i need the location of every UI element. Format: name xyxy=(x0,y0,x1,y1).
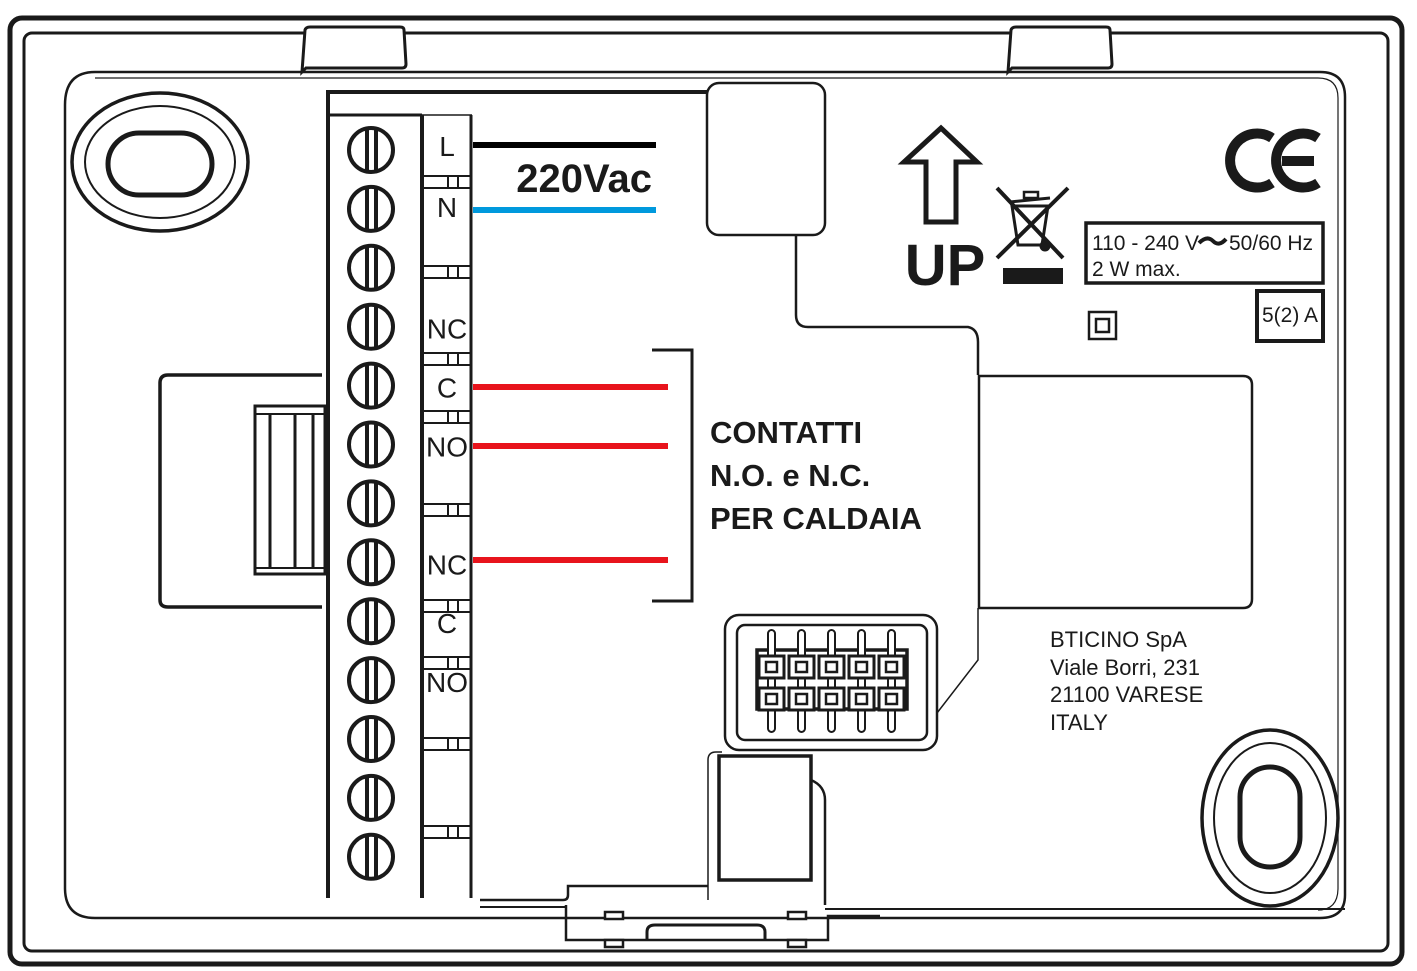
terminal-label: C xyxy=(437,373,457,404)
terminal-separator xyxy=(424,410,471,424)
mounting-hole-top-left xyxy=(70,91,250,233)
ratings-frequency: 50/60 Hz xyxy=(1229,232,1313,255)
manufacturer-name: BTICINO SpA xyxy=(1050,627,1187,652)
terminal-separator xyxy=(424,175,471,189)
contacts-note-line-3: PER CALDAIA xyxy=(710,501,922,536)
terminal-separator xyxy=(424,737,471,751)
terminal-screw-icon[interactable] xyxy=(347,479,395,528)
terminal-label: NC xyxy=(427,549,467,580)
weee-bin-icon xyxy=(995,186,1070,284)
terminal-label: NC xyxy=(427,314,467,345)
up-arrow-icon xyxy=(897,124,984,225)
terminal-screw-icon[interactable] xyxy=(347,715,395,763)
terminal-screw-icon[interactable] xyxy=(347,126,395,174)
side-latch xyxy=(158,373,327,609)
terminal-screw-icon[interactable] xyxy=(347,420,395,469)
terminal-separator xyxy=(424,265,471,279)
terminal-screw-icon[interactable] xyxy=(347,656,395,705)
terminal-separator xyxy=(424,599,471,613)
terminal-screw-icon[interactable] xyxy=(347,184,395,233)
terminal-label: N xyxy=(437,192,457,223)
terminal-screw-icon[interactable] xyxy=(347,243,395,292)
terminal-label: L xyxy=(439,131,455,162)
housing-outer xyxy=(7,15,1405,967)
terminal-screw-icon[interactable] xyxy=(347,538,395,587)
supply-voltage-label: 220Vac xyxy=(516,157,652,201)
terminal-separator xyxy=(424,825,471,839)
terminal-separator xyxy=(424,656,471,670)
top-clip-right xyxy=(1006,25,1114,76)
connector-pin xyxy=(757,629,786,733)
terminal-label: NO xyxy=(426,667,468,698)
terminal-screw-icon[interactable] xyxy=(347,832,395,881)
terminal-label: C xyxy=(437,608,457,639)
display-window xyxy=(977,374,1254,610)
double-insulation-icon xyxy=(1087,310,1118,341)
ac-tilde-icon xyxy=(1197,236,1228,246)
contacts-bracket xyxy=(652,348,694,603)
contacts-note-line-2: N.O. e N.C. xyxy=(710,458,870,493)
manufacturer-city: 21100 VARESE xyxy=(1050,682,1203,707)
terminal-screw-icon[interactable] xyxy=(347,361,395,410)
ratings-voltage: 110 - 240 V xyxy=(1092,232,1199,255)
terminal-block xyxy=(326,90,708,898)
housing-inner xyxy=(22,31,1390,953)
mounting-hole-bottom-right xyxy=(1200,728,1340,908)
connector-pin xyxy=(787,629,816,733)
current-rating-box xyxy=(1255,289,1325,343)
terminal-screw-icon[interactable] xyxy=(347,597,395,646)
terminal-screw-icon[interactable] xyxy=(347,302,395,351)
terminal-label: NO xyxy=(426,432,468,463)
ce-mark-icon xyxy=(1225,128,1321,193)
contacts-note-line-1: CONTATTI xyxy=(710,415,862,450)
terminal-separator xyxy=(424,503,471,517)
base-plate xyxy=(63,70,1347,920)
terminal-separator xyxy=(424,352,471,366)
ratings-box xyxy=(1084,221,1325,285)
connector-pin xyxy=(877,629,906,733)
manufacturer-street: Viale Borri, 231 xyxy=(1050,655,1200,680)
manufacturer-country: ITALY xyxy=(1050,710,1108,735)
pin-header-connector xyxy=(723,613,939,752)
top-clip-left xyxy=(300,25,408,76)
terminal-screw-icon[interactable] xyxy=(347,773,395,822)
ratings-power: 2 W max. xyxy=(1092,258,1181,281)
connector-pin xyxy=(847,629,876,733)
bottom-slot xyxy=(480,751,1345,949)
connector-pin xyxy=(817,629,846,733)
connector-housing-top xyxy=(705,81,980,736)
current-rating: 5(2) A xyxy=(1262,304,1318,327)
orientation-label: UP xyxy=(905,233,986,298)
